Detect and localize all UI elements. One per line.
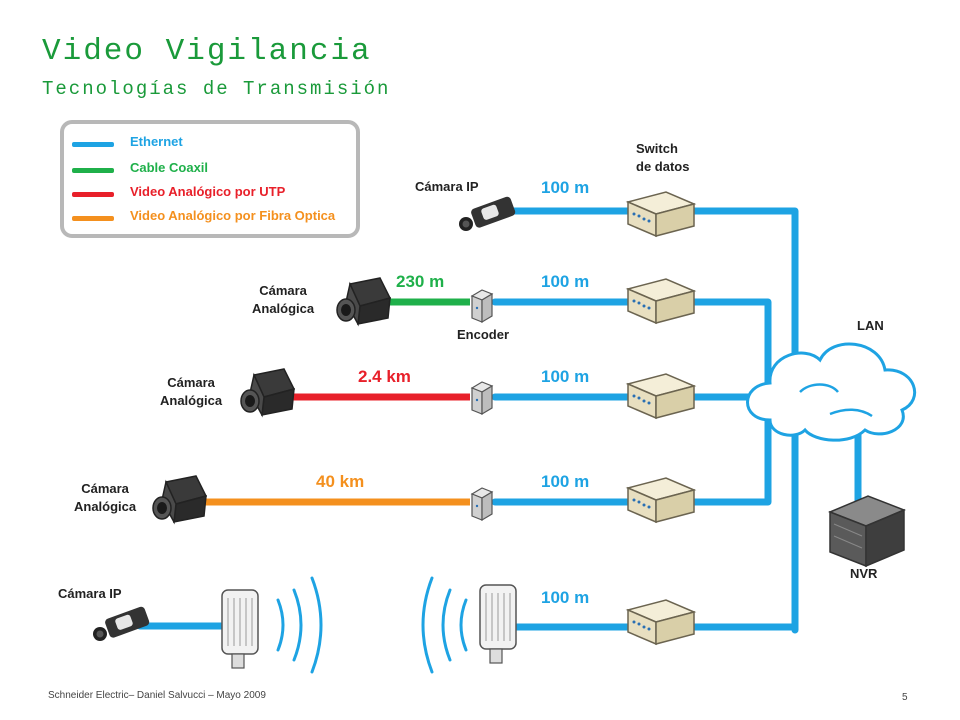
legend-label-ethernet: Ethernet <box>130 134 183 149</box>
legend-item-ethernet: Ethernet <box>72 134 362 154</box>
analog-camera-icon-row3 <box>240 368 295 416</box>
legend-swatch-ethernet <box>72 142 114 147</box>
slide-subtitle: Tecnologías de Transmisión <box>42 78 391 100</box>
distance-label-row1: 100 m <box>541 178 590 197</box>
page-number: 5 <box>902 692 908 703</box>
ethernet-line-row4 <box>491 416 772 506</box>
switch-icon-row2 <box>627 278 695 324</box>
encoder-icon-row2 <box>471 289 493 323</box>
switch-icon-row4 <box>627 477 695 523</box>
distance-label-coax: 230 m <box>396 272 445 291</box>
legend-item-coax: Cable Coaxil <box>72 160 362 180</box>
ip-camera-icon-row5 <box>93 605 151 641</box>
switch-icon-row5 <box>627 599 695 645</box>
camera-analog-label-row2: Cámara Analógica <box>252 283 315 316</box>
distance-label-row5: 100 m <box>541 588 590 607</box>
encoder-icon-row4 <box>471 487 493 521</box>
camera-analog-label-row3: Cámara Analógica <box>160 375 223 408</box>
ethernet-line-row2 <box>491 298 772 396</box>
switch-icon-row3 <box>627 373 695 419</box>
legend-swatch-fiber <box>72 216 114 221</box>
radio-waves-icon <box>276 576 468 674</box>
legend-label-fiber: Video Analógico por Fibra Optica <box>130 208 336 223</box>
wireless-antenna-icon-right <box>479 584 517 664</box>
distance-label-row2: 100 m <box>541 272 590 291</box>
distance-label-utp: 2.4 km <box>358 367 411 386</box>
nvr-label: NVR <box>850 566 878 581</box>
legend-label-utp: Video Analógico por UTP <box>130 184 286 199</box>
distance-label-row4: 100 m <box>541 472 590 491</box>
legend-swatch-utp <box>72 192 114 197</box>
lan-label: LAN <box>857 318 884 333</box>
legend-swatch-coax <box>72 168 114 173</box>
legend-label-coax: Cable Coaxil <box>130 160 209 175</box>
ethernet-line-row1 <box>501 207 799 634</box>
legend: Ethernet Cable Coaxil Video Analógico po… <box>60 120 360 238</box>
ip-camera-icon-row1 <box>459 195 517 231</box>
footer-text: Schneider Electric– Daniel Salvucci – Ma… <box>48 690 266 701</box>
switch-icon-row1 <box>627 191 695 237</box>
encoder-icon-row3 <box>471 381 493 415</box>
nvr-server-icon <box>828 495 906 568</box>
legend-item-fiber: Video Analógico por Fibra Optica <box>72 208 362 228</box>
switch-label: Switch de datos <box>636 141 690 174</box>
analog-camera-icon-row4 <box>152 475 207 523</box>
legend-item-utp: Video Analógico por UTP <box>72 184 362 204</box>
distance-label-fiber: 40 km <box>316 472 365 491</box>
slide-title: Video Vigilancia <box>42 34 372 69</box>
lan-cloud-icon <box>746 342 917 442</box>
analog-camera-icon-row2 <box>336 277 391 325</box>
camera-ip-label-row1: Cámara IP <box>415 179 479 194</box>
wireless-antenna-icon-left <box>221 589 259 669</box>
distance-label-row3: 100 m <box>541 367 590 386</box>
camera-ip-label-row5: Cámara IP <box>58 586 122 601</box>
camera-analog-label-row4: Cámara Analógica <box>74 481 137 514</box>
encoder-label: Encoder <box>457 327 510 342</box>
